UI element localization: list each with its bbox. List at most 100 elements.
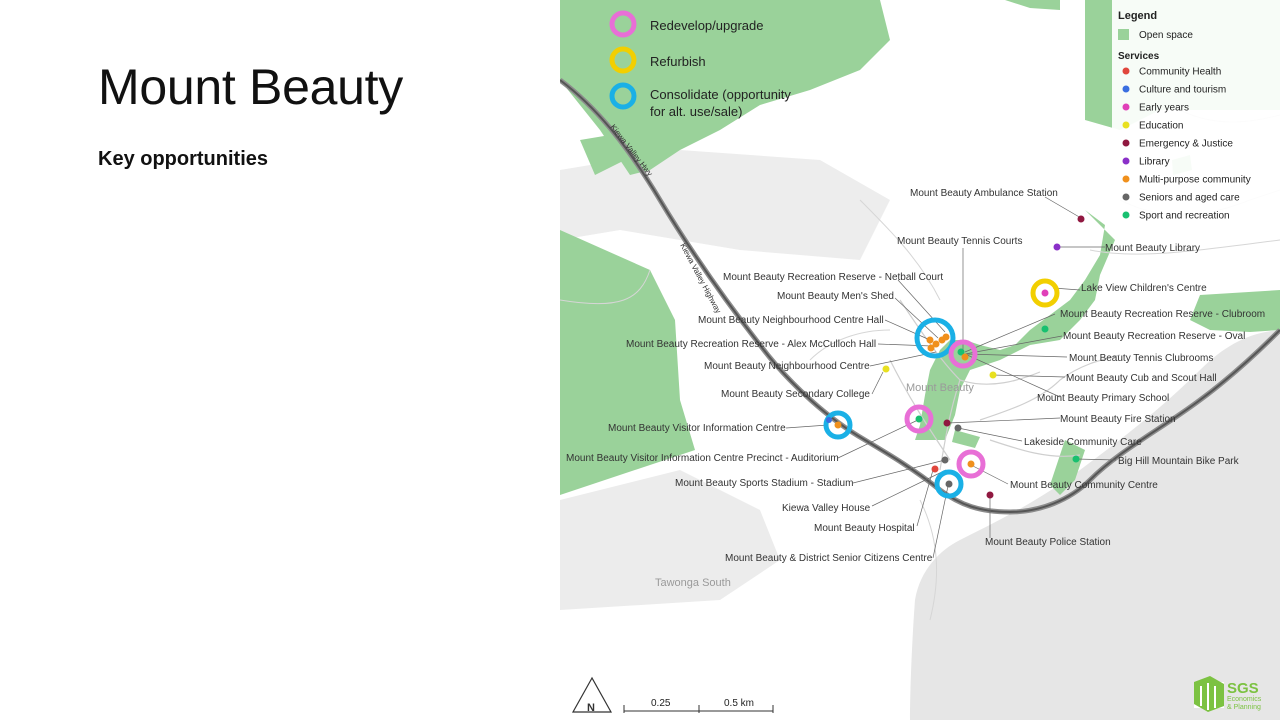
point-community-centre	[967, 460, 975, 468]
label-hospital: Mount Beauty Hospital	[814, 523, 915, 534]
legend-service-label: Early years	[1139, 103, 1189, 114]
legend-swatch-1	[1122, 85, 1130, 93]
key-consolidate-2: for alt. use/sale)	[650, 104, 743, 119]
point-secondary	[882, 365, 890, 373]
scale-label-b: 0.5 km	[724, 698, 754, 709]
point-fire	[943, 419, 951, 427]
label-kiewa-house: Kiewa Valley House	[782, 503, 871, 514]
legend-service-label: Education	[1139, 121, 1183, 132]
legend-service-label: Culture and tourism	[1139, 85, 1226, 96]
key-refurbish: Refurbish	[650, 54, 706, 69]
terrain-area-north	[560, 150, 890, 260]
label-oval: Mount Beauty Recreation Reserve - Oval	[1063, 331, 1245, 342]
label-tennis-courts: Mount Beauty Tennis Courts	[897, 236, 1022, 247]
legend-service-label: Sport and recreation	[1139, 211, 1230, 222]
opportunity-key: Redevelop/upgrade Refurbish Consolidate …	[609, 10, 791, 119]
point-ambulance	[1077, 215, 1085, 223]
open-space-swatch	[1118, 29, 1129, 40]
redevelop-ring-stadium	[904, 404, 934, 434]
label-stadium: Mount Beauty Sports Stadium - Stadium	[675, 478, 853, 489]
label-lakeside: Lakeside Community Care	[1024, 437, 1142, 448]
point-clubroom	[1041, 325, 1049, 333]
label-community-centre: Mount Beauty Community Centre	[1010, 480, 1158, 491]
label-library: Mount Beauty Library	[1105, 243, 1200, 254]
consolidate-ring-icon	[609, 82, 637, 110]
sgs-logo-sub1: Economics	[1227, 696, 1262, 703]
legend-swatch-7	[1122, 193, 1130, 201]
point-senior	[945, 480, 953, 488]
opportunity-rings	[823, 278, 1060, 499]
refurbish-ring-icon	[609, 46, 637, 74]
label-auditorium: Mount Beauty Visitor Information Centre …	[566, 453, 839, 464]
label-netball: Mount Beauty Recreation Reserve - Netbal…	[723, 272, 943, 283]
legend-swatch-4	[1122, 139, 1130, 147]
sgs-logo-sub2: & Planning	[1227, 704, 1261, 711]
point-netball	[942, 333, 950, 341]
point-kiewa-house	[941, 456, 949, 464]
redevelop-ring-community-centre	[956, 449, 986, 479]
point-tennis-club	[961, 353, 969, 361]
label-tennis-club: Mount Beauty Tennis Clubrooms	[1069, 353, 1213, 364]
legend-service-label: Emergency & Justice	[1139, 139, 1233, 150]
key-consolidate: Consolidate (opportunity	[650, 87, 791, 102]
consolidate-ring-senior	[934, 469, 964, 499]
label-ambulance: Mount Beauty Ambulance Station	[910, 188, 1058, 199]
redevelop-ring-reserve	[948, 339, 978, 369]
legend-swatch-6	[1122, 175, 1130, 183]
place-south: Tawonga South	[655, 577, 731, 589]
label-cub-scout: Mount Beauty Cub and Scout Hall	[1066, 373, 1217, 384]
key-redevelop: Redevelop/upgrade	[650, 18, 763, 33]
legend-service-label: Seniors and aged care	[1139, 193, 1240, 204]
point-auditorium	[826, 417, 832, 423]
point-visitor	[834, 421, 842, 429]
service-points	[826, 215, 1085, 499]
point-nc	[927, 344, 935, 352]
legend-swatch-2	[1122, 103, 1130, 111]
north-arrow: N	[571, 676, 613, 714]
label-primary: Mount Beauty Primary School	[1037, 393, 1169, 404]
slide-subtitle: Key opportunities	[98, 148, 269, 170]
map: Kiewa Valley Hwy Kiewa Valley Highway Mo…	[560, 0, 1280, 720]
point-library	[1053, 243, 1061, 251]
point-lakeside	[954, 424, 962, 432]
point-mcculloch	[926, 336, 934, 344]
point-stadium	[915, 415, 923, 423]
label-visitor: Mount Beauty Visitor Information Centre	[608, 423, 786, 434]
slide-title: Mount Beauty	[98, 59, 403, 115]
point-oval	[957, 348, 965, 356]
legend-service-label: Library	[1139, 157, 1170, 168]
label-fire: Mount Beauty Fire Station	[1060, 414, 1176, 425]
terrain-area	[910, 330, 1280, 720]
label-mcculloch: Mount Beauty Recreation Reserve - Alex M…	[626, 339, 876, 350]
legend-swatch-8	[1122, 211, 1130, 219]
point-police	[986, 491, 994, 499]
refurbish-ring-lakeview	[1030, 278, 1060, 308]
point-big-hill	[1072, 455, 1080, 463]
legend-swatch-0	[1122, 67, 1130, 75]
legend-open-space: Open space	[1139, 30, 1193, 41]
label-mens-shed: Mount Beauty Men's Shed	[777, 291, 894, 302]
redevelop-ring-icon	[609, 10, 637, 38]
legend-swatch-3	[1122, 121, 1130, 129]
point-nc-hall	[932, 340, 940, 348]
sgs-logo: SGS Economics & Planning	[1194, 676, 1262, 712]
sgs-logo-text: SGS	[1227, 680, 1259, 697]
consolidate-ring-neighbourhood	[914, 317, 956, 359]
leader-lines	[785, 196, 1117, 559]
label-nc-hall: Mount Beauty Neighbourhood Centre Hall	[698, 315, 884, 326]
legend-swatch-5	[1122, 157, 1130, 165]
legend: Legend Open space Services Community Hea…	[1112, 0, 1280, 226]
point-hospital	[931, 465, 939, 473]
label-secondary: Mount Beauty Secondary College	[721, 389, 870, 400]
point-lakeview	[1041, 289, 1049, 297]
consolidate-ring-visitor	[823, 410, 853, 440]
scale-bar: 0.25 0.5 km	[623, 698, 774, 713]
label-clubroom: Mount Beauty Recreation Reserve - Clubro…	[1060, 309, 1265, 320]
location-labels: Mount Beauty Ambulance Station Mount Bea…	[566, 188, 1265, 564]
place-town: Mount Beauty	[906, 382, 974, 394]
legend-service-label: Community Health	[1139, 67, 1221, 78]
legend-service-label: Multi-purpose community	[1139, 175, 1251, 186]
label-lake-view: Lake View Children's Centre	[1081, 283, 1207, 294]
legend-services-title: Services	[1118, 51, 1160, 62]
